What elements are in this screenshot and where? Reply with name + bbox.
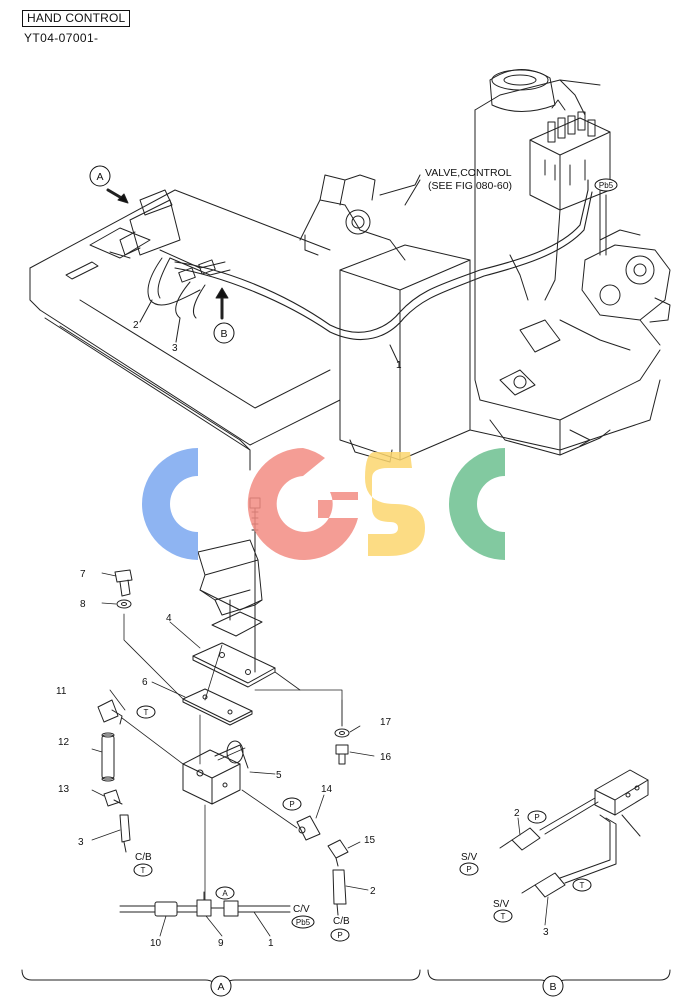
label-cv: C/V — [293, 904, 310, 915]
svg-text:P: P — [337, 931, 342, 940]
part-number-5: 5 — [276, 770, 282, 781]
label-cb-right: C/B — [333, 916, 350, 927]
valve-callout-line1: VALVE,CONTROL — [425, 167, 512, 179]
part-number-16: 16 — [380, 752, 392, 763]
hose-line-3 — [175, 281, 206, 319]
washer-17 — [334, 728, 350, 738]
port-tag-t-cb: T — [133, 863, 153, 877]
part-number-4: 4 — [166, 613, 172, 624]
part-number-3-lower: 3 — [78, 837, 84, 848]
port-tag-t-11: T — [136, 705, 156, 719]
port-tag-p-cb: P — [330, 928, 350, 942]
svg-text:P: P — [466, 865, 471, 874]
port-tag-t-view-b: T — [572, 878, 592, 892]
part-number-2-top: 2 — [133, 320, 139, 331]
part-number-15: 15 — [364, 835, 376, 846]
watermark-letter-g — [247, 448, 358, 560]
valve-callout-line2: (SEE FIG 080-60) — [428, 180, 512, 192]
port-tag-p-14: P — [282, 797, 302, 811]
svg-text:Pb5: Pb5 — [599, 181, 614, 190]
part-number-2-view-b: 2 — [514, 808, 520, 819]
part-number-3-view-b: 3 — [543, 927, 549, 938]
label-sv-p: S/V — [461, 852, 477, 863]
hand-control-unit — [109, 189, 231, 283]
elbow-15 — [327, 839, 349, 867]
screw-16 — [335, 744, 349, 765]
part-number-8: 8 — [80, 599, 86, 610]
label-cb-left: C/B — [135, 852, 152, 863]
part-number-17: 17 — [380, 717, 392, 728]
svg-text:Pb5: Pb5 — [296, 918, 311, 927]
control-lever-assembly — [197, 539, 263, 637]
watermark-letter-c2 — [449, 448, 505, 560]
hose-end-3-view-b — [521, 872, 566, 898]
part-number-9: 9 — [218, 938, 224, 949]
svg-text:A: A — [96, 171, 103, 183]
svg-text:P: P — [289, 800, 294, 809]
port-tag-t-sv: T — [493, 909, 513, 923]
watermark-letter-s — [365, 452, 425, 556]
svg-text:P: P — [534, 813, 539, 822]
svg-text:B: B — [220, 328, 227, 340]
elbow-fitting-11 — [97, 699, 123, 725]
svg-text:B: B — [549, 981, 556, 993]
tee-fitting-9 — [196, 891, 225, 917]
part-number-6: 6 — [142, 677, 148, 688]
svg-text:A: A — [217, 981, 224, 993]
view-a-marker-top: A — [89, 165, 111, 187]
check-valve-10 — [119, 901, 198, 917]
connector-14 — [296, 815, 321, 841]
svg-text:T: T — [141, 866, 146, 875]
part-number-14: 14 — [321, 784, 333, 795]
part-number-13: 13 — [58, 784, 70, 795]
port-tag-p-sv: P — [459, 862, 479, 876]
part-number-11: 11 — [56, 686, 67, 697]
hose-end-2-view-b — [499, 827, 541, 851]
svg-text:T: T — [580, 881, 585, 890]
port-tag-p-view-b: P — [527, 810, 547, 824]
connector-13 — [103, 789, 123, 807]
hose-end-3-lower — [119, 814, 131, 853]
machine-frame — [29, 69, 671, 471]
label-sv-t: S/V — [493, 899, 509, 910]
view-b-arrow — [215, 287, 229, 320]
part-number-10: 10 — [150, 938, 162, 949]
part-number-2-lower: 2 — [370, 886, 376, 897]
part-number-3-top: 3 — [172, 343, 178, 354]
gasket-6 — [182, 688, 253, 726]
port-tag-pb5-top: Pb5 — [594, 178, 618, 192]
hose-line-2 — [147, 257, 201, 306]
view-b-marker-bottom: B — [542, 975, 564, 997]
port-tag-pb5-cv: Pb5 — [291, 915, 315, 929]
screw-7 — [114, 569, 133, 597]
view-b-assembly — [539, 769, 649, 884]
hose-line-1 — [174, 179, 593, 340]
hose-end-2-lower — [332, 869, 347, 916]
diagram-title: HAND CONTROL — [22, 10, 131, 27]
mounting-plate-4 — [192, 547, 276, 688]
hose-1-lower — [223, 900, 291, 917]
part-number-labels: 2 3 1 7 8 4 6 11 12 13 3 5 14 15 2 17 16… — [56, 320, 549, 949]
washer-8 — [116, 599, 132, 609]
part-number-1-top: 1 — [396, 360, 402, 371]
part-number-12: 12 — [58, 737, 70, 748]
part-number-1-lower: 1 — [268, 938, 274, 949]
view-a-arrow — [106, 188, 129, 204]
diagram-code: YT04-07001- — [24, 31, 99, 45]
svg-text:T: T — [144, 708, 149, 717]
valve-body-5 — [182, 740, 249, 805]
view-b-marker-top: B — [213, 322, 235, 344]
adapter-12 — [101, 732, 115, 782]
svg-text:T: T — [501, 912, 506, 921]
view-a-marker-bottom: A — [210, 975, 232, 997]
svg-text:A: A — [222, 889, 228, 898]
cgsc-watermark-logo — [142, 448, 505, 560]
port-tag-a-9: A — [215, 886, 235, 900]
watermark-letter-c1 — [142, 448, 198, 560]
part-number-7: 7 — [80, 569, 86, 580]
